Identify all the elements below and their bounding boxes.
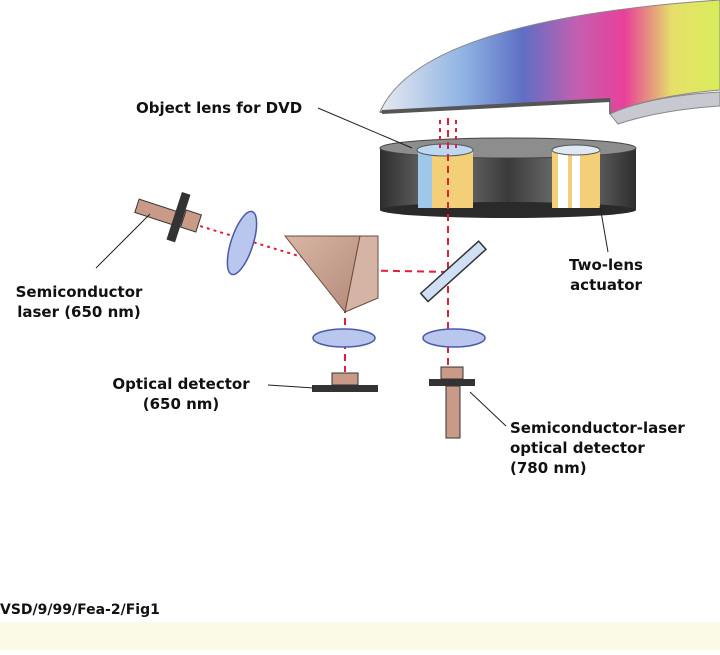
label-semiconductor-laser: Semiconductor laser (650 nm) (4, 282, 154, 322)
label-laser-line1: Semiconductor (15, 283, 143, 301)
beam-splitter-prism (283, 235, 379, 314)
label-sl-det-line1: Semiconductor-laser (510, 419, 685, 437)
collimator-lens (226, 210, 258, 276)
detector-lens-right (422, 328, 486, 348)
label-two-lens-line1: Two-lens (569, 256, 643, 274)
label-object-lens: Object lens for DVD (136, 99, 303, 117)
two-lens-actuator (379, 137, 637, 218)
label-sl-det-line2: optical detector (510, 439, 645, 457)
leader-lines (95, 107, 609, 427)
label-optical-det-line1: Optical detector (112, 375, 250, 393)
label-sl-optical-detector: Semiconductor-laser optical detector (78… (510, 418, 685, 478)
label-sl-det-line3: (780 nm) (510, 459, 587, 477)
detector-lens-left (312, 328, 376, 348)
tilted-mirror (419, 240, 488, 303)
label-optical-det-line2: (650 nm) (142, 395, 220, 413)
semiconductor-laser (134, 191, 203, 243)
figure-caption: VSD/9/99/Fea-2/Fig1 (0, 602, 160, 618)
optical-disc (379, 0, 720, 125)
label-two-lens-actuator: Two-lens actuator (564, 255, 648, 295)
label-laser-line2: laser (650 nm) (17, 303, 141, 321)
footer-band (0, 622, 720, 650)
label-two-lens-line2: actuator (570, 276, 642, 294)
label-optical-detector: Optical detector (650 nm) (96, 374, 266, 414)
optical-detector-650 (312, 372, 378, 392)
semiconductor-laser-detector-780 (429, 366, 475, 439)
